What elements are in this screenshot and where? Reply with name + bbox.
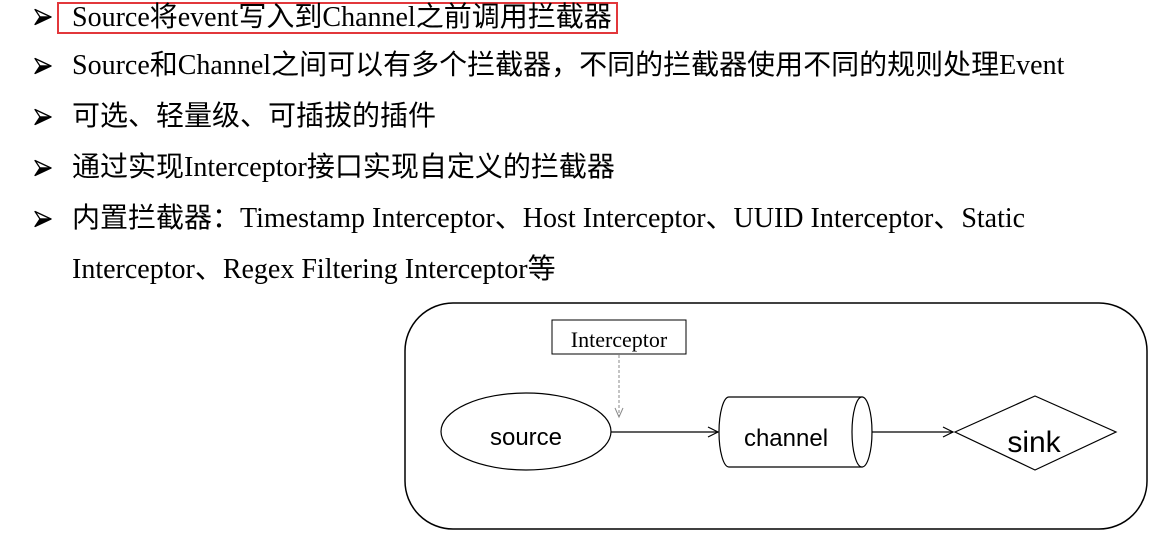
bullet-item-3: 可选、轻量级、可插拔的插件	[0, 100, 1174, 134]
channel-label: channel	[744, 425, 828, 452]
bullet-text: 内置拦截器：Timestamp Interceptor、Host Interce…	[72, 203, 1026, 234]
dashed-connector-arrowhead	[614, 407, 624, 419]
bullet-text-continuation: Interceptor、Regex Filtering Interceptor等	[72, 254, 556, 285]
bullet-text: 通过实现Interceptor接口实现自定义的拦截器	[72, 152, 615, 183]
bullet-text-highlighted: Source将event写入到Channel之前调用拦截器	[57, 2, 618, 34]
sink-label: sink	[1007, 426, 1061, 459]
sink-node: sink	[953, 395, 1118, 471]
bullet-text: 可选、轻量级、可插拔的插件	[72, 101, 437, 132]
bullet-item-2: Source和Channel之间可以有多个拦截器，不同的拦截器使用不同的规则处理…	[0, 49, 1174, 83]
diagram-frame	[404, 302, 1148, 530]
sink-diamond	[953, 395, 1118, 471]
bullet-arrow-icon	[33, 210, 53, 228]
channel-cylinder-cap	[851, 396, 873, 468]
interceptor-label: Interceptor	[571, 327, 668, 352]
bullet-item-5-continuation: Interceptor、Regex Filtering Interceptor等	[0, 253, 1174, 287]
bullet-arrow-icon	[33, 57, 53, 75]
source-to-channel-arrowhead	[707, 426, 720, 438]
bullet-arrow-icon	[33, 108, 53, 126]
channel-to-sink-arrow	[872, 426, 955, 438]
channel-to-sink-arrowhead	[942, 426, 955, 438]
interceptor-box-border	[551, 319, 687, 355]
channel-cylinder-body	[718, 396, 863, 468]
bullet-item-5: 内置拦截器：Timestamp Interceptor、Host Interce…	[0, 202, 1174, 236]
interceptor-connector-arrow	[614, 355, 624, 419]
bullet-text: Source和Channel之间可以有多个拦截器，不同的拦截器使用不同的规则处理…	[72, 50, 1065, 81]
channel-node: channel	[718, 396, 873, 468]
bullet-arrow-icon	[33, 8, 53, 26]
source-node: source	[440, 392, 612, 471]
bullet-arrow-icon	[33, 159, 53, 177]
bullet-item-1: Source将event写入到Channel之前调用拦截器	[0, 0, 1174, 34]
source-to-channel-arrow	[611, 426, 720, 438]
interceptor-box: Interceptor	[551, 319, 687, 355]
bullet-item-4: 通过实现Interceptor接口实现自定义的拦截器	[0, 151, 1174, 185]
source-label: source	[490, 424, 562, 451]
